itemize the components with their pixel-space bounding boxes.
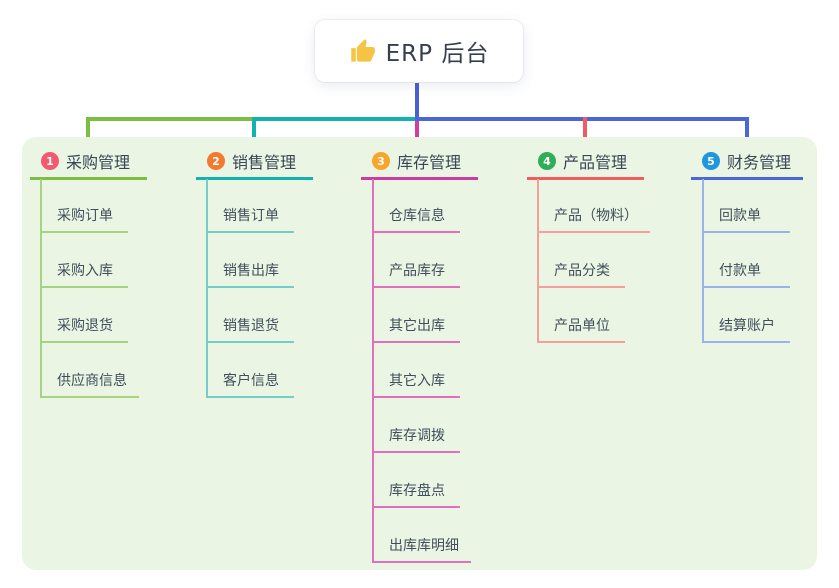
branch5-number-badge: 5 <box>702 152 720 170</box>
branch4-title-node[interactable]: 4 产品管理 <box>527 149 644 180</box>
branch3-number-badge: 3 <box>372 152 390 170</box>
branch5-drop-line <box>745 117 749 148</box>
branch3-drop-line <box>415 121 419 148</box>
branch4-child-connector <box>537 179 539 341</box>
branch1-item-3[interactable]: 采购退货 <box>40 314 128 343</box>
bus-line-segment-teal <box>252 117 415 121</box>
branch2-title-label: 销售管理 <box>232 153 297 172</box>
branch3-item-7[interactable]: 出库库明细 <box>372 534 471 563</box>
branch3-item-6[interactable]: 库存盘点 <box>372 479 460 508</box>
branch4-item-1[interactable]: 产品（物料） <box>537 204 650 233</box>
thumbs-up-icon <box>349 38 376 65</box>
branch1-item-1[interactable]: 采购订单 <box>40 204 128 233</box>
root-connector-line <box>415 82 419 119</box>
branch5-title-label: 财务管理 <box>727 153 792 172</box>
bus-line-segment-green <box>86 117 252 121</box>
branches-panel <box>22 137 817 570</box>
branch4-item-3[interactable]: 产品单位 <box>537 314 625 343</box>
branch1-title-label: 采购管理 <box>66 153 131 172</box>
branch3-item-5[interactable]: 库存调拨 <box>372 424 460 453</box>
bus-line-segment-blue <box>415 117 749 121</box>
branch1-item-2[interactable]: 采购入库 <box>40 259 128 288</box>
branch5-item-3[interactable]: 结算账户 <box>702 314 790 343</box>
branch2-item-4[interactable]: 客户信息 <box>206 369 294 398</box>
branch3-item-1[interactable]: 仓库信息 <box>372 204 460 233</box>
branch3-child-connector <box>372 179 374 561</box>
branch2-drop-line <box>252 117 256 148</box>
branch5-item-2[interactable]: 付款单 <box>702 259 790 288</box>
branch1-item-4[interactable]: 供应商信息 <box>40 369 139 398</box>
branch4-number-badge: 4 <box>538 152 556 170</box>
branch5-title-node[interactable]: 5 财务管理 <box>691 149 803 180</box>
branch2-number-badge: 2 <box>207 152 225 170</box>
branch2-item-3[interactable]: 销售退货 <box>206 314 294 343</box>
branch2-item-2[interactable]: 销售出库 <box>206 259 294 288</box>
branch1-title-node[interactable]: 1 采购管理 <box>30 149 147 180</box>
branch3-title-node[interactable]: 3 库存管理 <box>361 149 478 180</box>
branch3-item-3[interactable]: 其它出库 <box>372 314 460 343</box>
branch3-title-label: 库存管理 <box>397 153 462 172</box>
branch3-item-2[interactable]: 产品库存 <box>372 259 460 288</box>
branch4-item-2[interactable]: 产品分类 <box>537 259 625 288</box>
root-node-title: ERP 后台 <box>385 41 490 67</box>
branch5-child-connector <box>702 179 704 341</box>
branch4-drop-line <box>583 117 587 148</box>
root-node-erp-backend[interactable]: ERP 后台 <box>315 20 523 82</box>
branch1-number-badge: 1 <box>41 152 59 170</box>
branch5-item-1[interactable]: 回款单 <box>702 204 790 233</box>
branch2-item-1[interactable]: 销售订单 <box>206 204 294 233</box>
branch2-title-node[interactable]: 2 销售管理 <box>196 149 313 180</box>
branch4-title-label: 产品管理 <box>563 153 628 172</box>
branch1-drop-line <box>86 117 90 148</box>
branch3-item-4[interactable]: 其它入库 <box>372 369 460 398</box>
